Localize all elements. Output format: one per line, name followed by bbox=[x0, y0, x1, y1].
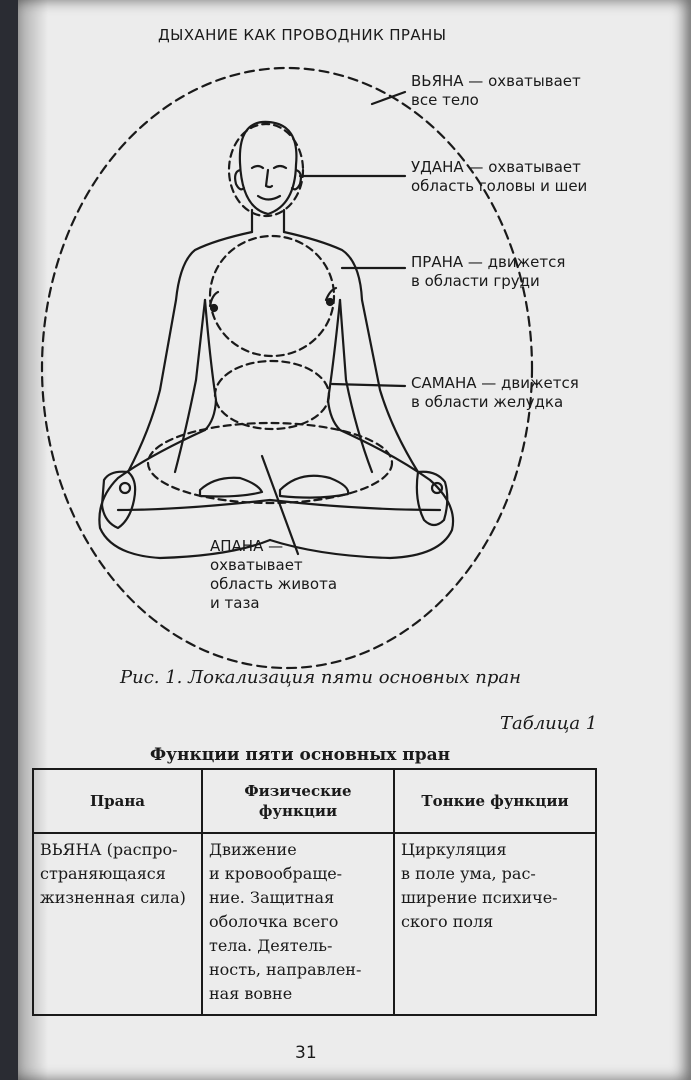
annotation-apana: АПАНА — охватывает область живота и таза bbox=[210, 537, 337, 613]
cell-physical-line1: Движение bbox=[209, 840, 297, 859]
cell-prana-line1: ВЬЯНА (распро- bbox=[40, 840, 178, 859]
figure-meditation-diagram bbox=[40, 66, 534, 670]
cell-physical-line2: и кровообраще- bbox=[209, 864, 343, 883]
prana-circle bbox=[208, 234, 336, 358]
annotation-apana-line4: и таза bbox=[210, 594, 260, 612]
vyana-ellipse bbox=[40, 66, 534, 670]
cell-physical-line4: оболочка всего bbox=[209, 912, 339, 931]
cell-physical: Движение и кровообраще- ние. Защитная об… bbox=[201, 832, 395, 1016]
header-physical-text: Физические функции bbox=[244, 782, 352, 820]
page-number: 31 bbox=[295, 1043, 317, 1063]
cell-subtle: Циркуляция в поле ума, рас- ширение псих… bbox=[393, 832, 597, 1016]
samana-ellipse bbox=[213, 359, 331, 431]
annotation-samana-line1: САМАНА — движется bbox=[411, 374, 579, 392]
annotation-udana-line1: УДАНА — охватывает bbox=[411, 158, 581, 176]
cell-physical-line5: тела. Деятель- bbox=[209, 936, 333, 955]
annotation-vyana-line2: все тело bbox=[411, 91, 479, 109]
annotation-prana-line2: в области груди bbox=[411, 272, 540, 290]
running-header: ДЫХАНИЕ КАК ПРОВОДНИК ПРАНЫ bbox=[158, 26, 447, 44]
cell-physical-line3: ние. Защитная bbox=[209, 888, 335, 907]
annotation-prana: ПРАНА — движется в области груди bbox=[411, 253, 565, 291]
cell-prana-line3: жизненная сила) bbox=[40, 888, 186, 907]
cell-prana: ВЬЯНА (распро- страняющаяся жизненная си… bbox=[32, 832, 203, 1016]
apana-ellipse bbox=[146, 421, 394, 505]
annotation-udana: УДАНА — охватывает область головы и шеи bbox=[411, 158, 587, 196]
annotation-vyana-line1: ВЬЯНА — охватывает bbox=[411, 72, 581, 90]
table-title: Функции пяти основных пран bbox=[150, 745, 451, 765]
table-label: Таблица 1 bbox=[500, 713, 598, 734]
cell-prana-line2: страняющаяся bbox=[40, 864, 166, 883]
figure-caption: Рис. 1. Локализация пяти основных пран bbox=[120, 667, 521, 688]
leader-apana bbox=[260, 454, 300, 556]
cell-subtle-line1: Циркуляция bbox=[401, 840, 507, 859]
header-physical: Физические функции bbox=[201, 768, 395, 834]
header-prana: Прана bbox=[32, 768, 203, 834]
cell-subtle-line4: ского поля bbox=[401, 912, 494, 931]
annotation-apana-line1: АПАНА — bbox=[210, 537, 284, 555]
table-header-row: Прана Физические функции Тонкие функции bbox=[32, 768, 597, 834]
table-row: ВЬЯНА (распро- страняющаяся жизненная си… bbox=[32, 832, 597, 1016]
cell-physical-line7: ная вовне bbox=[209, 984, 293, 1003]
leader-samana bbox=[330, 382, 407, 388]
cell-subtle-line2: в поле ума, рас- bbox=[401, 864, 536, 883]
cell-subtle-line3: ширение психиче- bbox=[401, 888, 558, 907]
cell-physical-line6: ность, направлен- bbox=[209, 960, 362, 979]
leader-vyana bbox=[370, 90, 407, 106]
annotation-samana: САМАНА — движется в области желудка bbox=[411, 374, 579, 412]
udana-circle bbox=[227, 122, 305, 218]
annotation-vyana: ВЬЯНА — охватывает все тело bbox=[411, 72, 581, 110]
header-subtle: Тонкие функции bbox=[393, 768, 597, 834]
head-outline bbox=[238, 120, 298, 216]
functions-table: Прана Физические функции Тонкие функции … bbox=[32, 768, 597, 1016]
annotation-apana-line3: область живота bbox=[210, 575, 338, 593]
annotation-udana-line2: область головы и шеи bbox=[411, 177, 588, 195]
annotation-prana-line1: ПРАНА — движется bbox=[411, 253, 566, 271]
annotation-apana-line2: охватывает bbox=[210, 556, 303, 574]
annotation-samana-line2: в области желудка bbox=[411, 393, 564, 411]
